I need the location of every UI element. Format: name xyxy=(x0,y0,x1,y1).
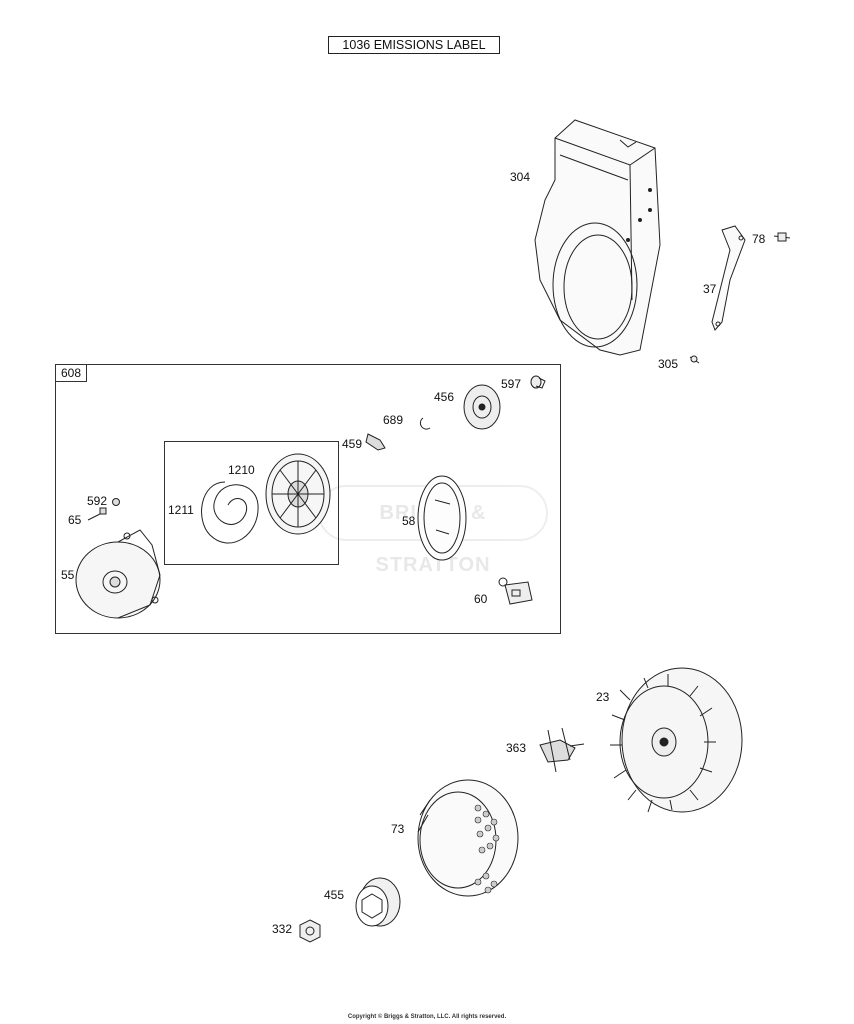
copyright-notice: Copyright © Briggs & Stratton, LLC. All … xyxy=(347,1014,507,1020)
blower-housing-part xyxy=(534,119,661,356)
callout-456: 456 xyxy=(434,390,455,404)
callout-73: 73 xyxy=(391,822,405,836)
coil-bracket-part xyxy=(539,727,585,773)
pulley-spring-subgroup-box xyxy=(164,441,339,565)
callout-23: 23 xyxy=(596,690,610,704)
rivet-597-part xyxy=(530,375,546,389)
callout-1211: 1211 xyxy=(168,503,194,517)
nut-592-part xyxy=(112,498,120,506)
callout-37: 37 xyxy=(703,282,717,296)
flywheel-part xyxy=(610,667,743,813)
callout-55: 55 xyxy=(61,568,75,582)
pawl-plate-part xyxy=(463,384,501,430)
callout-304: 304 xyxy=(510,170,531,184)
group-number-tag: 608 xyxy=(55,364,87,382)
starter-handle-part xyxy=(498,577,533,605)
starter-housing-part xyxy=(75,529,161,619)
screw-305-part xyxy=(689,355,700,364)
callout-78: 78 xyxy=(752,232,766,246)
screw-65-part xyxy=(87,507,107,521)
recoil-starter-group-box xyxy=(55,364,561,634)
callout-305: 305 xyxy=(658,357,679,371)
retainer-clip-part xyxy=(419,417,431,430)
screw-78-part xyxy=(773,232,791,242)
flywheel-nut-part xyxy=(299,919,321,943)
pawl-part xyxy=(365,433,386,451)
starter-cup-hub-part xyxy=(355,877,401,927)
callout-1210: 1210 xyxy=(228,463,255,477)
rotating-screen-part xyxy=(417,779,519,897)
air-baffle-part xyxy=(711,225,746,331)
starter-decal-part xyxy=(417,475,467,561)
callout-455: 455 xyxy=(324,888,345,902)
callout-65: 65 xyxy=(68,513,82,527)
callout-332: 332 xyxy=(272,922,293,936)
callout-58: 58 xyxy=(402,514,416,528)
callout-60: 60 xyxy=(474,592,488,606)
callout-363: 363 xyxy=(506,741,527,755)
emissions-label-box: 1036 EMISSIONS LABEL xyxy=(328,36,500,54)
callout-592: 592 xyxy=(87,494,108,508)
rewind-spring-part xyxy=(201,481,259,544)
callout-459: 459 xyxy=(342,437,363,451)
starter-pulley-part xyxy=(265,453,331,535)
callout-689: 689 xyxy=(383,413,404,427)
callout-597: 597 xyxy=(501,377,522,391)
